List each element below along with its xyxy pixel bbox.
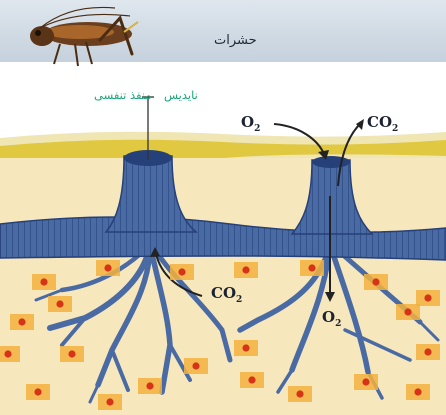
tissue-cell [170, 264, 194, 280]
tissue-cell [396, 304, 420, 320]
co2-outflow-label: CO2 [367, 115, 398, 134]
tissue-cell [300, 260, 324, 276]
tissue-cell [406, 384, 430, 400]
tissue-cell [10, 314, 34, 330]
tissue-cell [234, 262, 258, 278]
tissue-cell [48, 296, 72, 312]
tissue-cell [98, 394, 122, 410]
tissue-cell [138, 378, 162, 394]
tissue-cell [26, 384, 50, 400]
naidis-label: نایدیس [164, 90, 198, 102]
tissue-cell [354, 374, 378, 390]
o2-tissue-label: O2 [322, 310, 341, 329]
tissue-cell [60, 346, 84, 362]
tissue-cell [96, 260, 120, 276]
tissue-cell [240, 372, 264, 388]
tissue-cell [416, 290, 440, 306]
tissue-cell [288, 386, 312, 402]
tissue-cell [184, 358, 208, 374]
tissue-cell [32, 274, 56, 290]
tissue-cell [416, 344, 440, 360]
title-label: حشرات [214, 34, 257, 47]
o2-inflow-label: O2 [241, 115, 260, 134]
spiracle-label: منفذ تنفسی [94, 90, 151, 102]
tissue-cell [364, 274, 388, 290]
tissue-cell [234, 340, 258, 356]
co2-tissue-label: CO2 [211, 286, 242, 305]
tissue-cell [0, 346, 20, 362]
